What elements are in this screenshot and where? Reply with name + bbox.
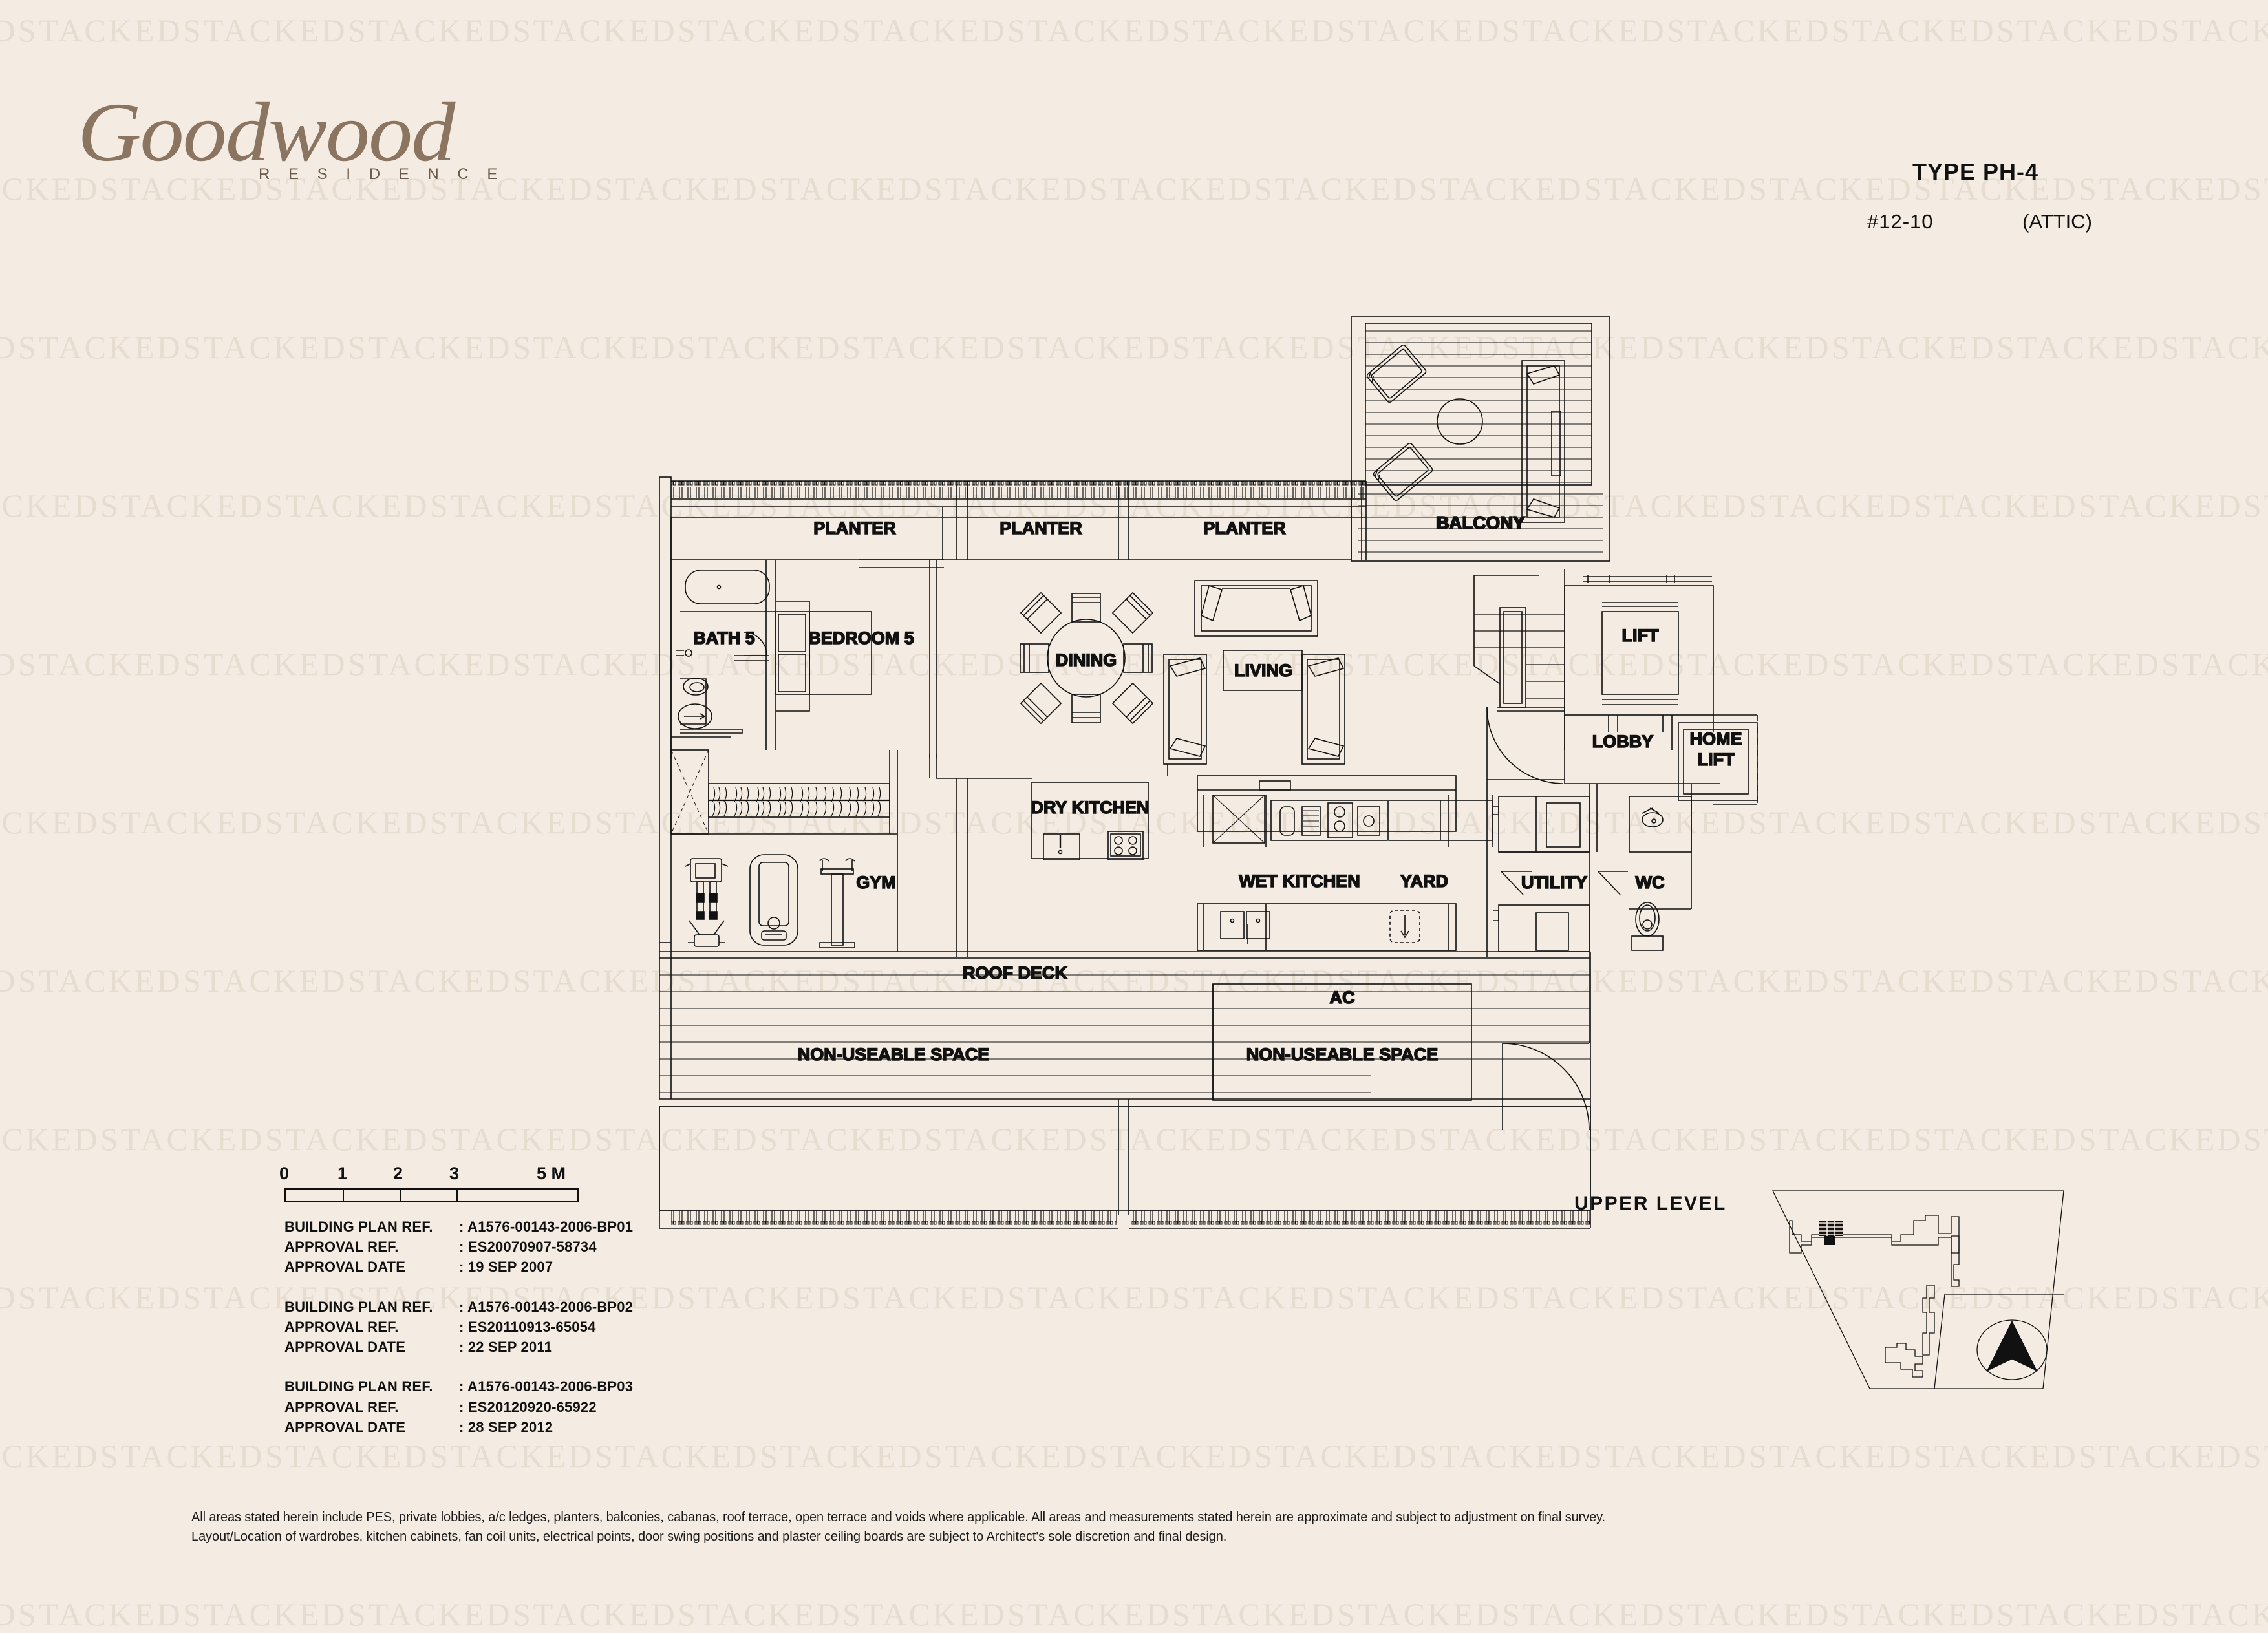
room-label-dry-kitchen: DRY KITCHEN (1031, 798, 1149, 817)
svg-text:HOME: HOME (1690, 729, 1742, 749)
approval-date-value: : 28 SEP 2012 (459, 1418, 553, 1435)
plan-ref-label: BUILDING PLAN REF. (284, 1298, 433, 1315)
room-label-home-lift-1: HOME (1690, 729, 1742, 749)
svg-text:ROOF DECK: ROOF DECK (963, 963, 1068, 983)
room-label-lobby: LOBBY (1592, 732, 1654, 751)
disclaimer-line-2: Layout/Location of wardrobes, kitchen ca… (191, 1530, 1227, 1544)
svg-text:UTILITY: UTILITY (1521, 873, 1587, 892)
unit-number: #12-10 (1867, 210, 1934, 233)
scale-tick-1: 1 (337, 1164, 348, 1183)
svg-text:AC: AC (1330, 988, 1355, 1007)
approval-ref-value: : ES20070907-58734 (459, 1239, 597, 1255)
reference-group-1: BUILDING PLAN REF. : A1576-00143-2006-BP0… (284, 1217, 633, 1277)
room-label-nus-right: NON-USEABLE SPACE (1246, 1045, 1439, 1064)
approval-date-label: APPROVAL DATE (284, 1339, 406, 1356)
room-label-home-lift-2: LIFT (1698, 750, 1735, 769)
svg-text:NON-USEABLE SPACE: NON-USEABLE SPACE (798, 1045, 990, 1064)
room-label-utility: UTILITY (1521, 873, 1587, 892)
svg-text:DRY KITCHEN: DRY KITCHEN (1031, 798, 1149, 817)
scale-bar-graphic (284, 1188, 579, 1202)
svg-text:PLANTER: PLANTER (813, 518, 896, 538)
room-label-gym: GYM (856, 873, 896, 892)
room-label-balcony: BALCONY (1437, 513, 1524, 533)
room-label-bath-5: BATH 5 (693, 628, 755, 648)
svg-text:YARD: YARD (1400, 871, 1448, 891)
room-label-planter-1: PLANTER (813, 518, 896, 538)
brand-name: Goodwood (78, 86, 455, 179)
room-label-ac: AC (1330, 988, 1355, 1007)
brand-logo: Goodwood R E S I D E N C E (78, 91, 504, 184)
room-label-wc: WC (1636, 873, 1665, 892)
approval-ref-label: APPROVAL REF. (284, 1318, 399, 1335)
scale-tick-0: 0 (279, 1164, 290, 1183)
approval-ref-value: : ES20110913-65054 (459, 1318, 596, 1335)
reference-group-2: BUILDING PLAN REF. : A1576-00143-2006-BP0… (284, 1297, 633, 1358)
svg-text:NON-USEABLE SPACE: NON-USEABLE SPACE (1246, 1045, 1439, 1064)
svg-text:BATH 5: BATH 5 (693, 628, 755, 648)
approval-date-label: APPROVAL DATE (284, 1259, 406, 1275)
approval-ref-label: APPROVAL REF. (284, 1398, 399, 1415)
svg-text:BEDROOM 5: BEDROOM 5 (808, 628, 914, 648)
svg-text:PLANTER: PLANTER (1000, 518, 1082, 538)
reference-group-3: BUILDING PLAN REF. : A1576-00143-2006-BP0… (284, 1376, 633, 1437)
page-title: TYPE PH-4 (1912, 158, 2038, 185)
room-label-living: LIVING (1234, 661, 1292, 680)
svg-text:GYM: GYM (856, 873, 896, 892)
brand-subtitle: R E S I D E N C E (259, 165, 505, 183)
plan-ref-label: BUILDING PLAN REF. (284, 1219, 433, 1235)
svg-text:LIVING: LIVING (1234, 661, 1292, 680)
disclaimer-line-1: All areas stated herein include PES, pri… (191, 1510, 1606, 1524)
room-label-planter-3: PLANTER (1203, 518, 1286, 538)
approval-date-value: : 22 SEP 2011 (459, 1339, 553, 1356)
approval-date-value: : 19 SEP 2007 (459, 1259, 553, 1275)
svg-text:LIFT: LIFT (1698, 750, 1735, 769)
key-plan-title: UPPER LEVEL (1574, 1193, 1727, 1214)
scale-tick-2: 2 (393, 1164, 403, 1183)
svg-text:LOBBY: LOBBY (1592, 732, 1654, 751)
approval-references: BUILDING PLAN REF. : A1576-00143-2006-BP0… (284, 1217, 633, 1457)
plan-ref-label: BUILDING PLAN REF. (284, 1378, 433, 1395)
svg-text:WET KITCHEN: WET KITCHEN (1239, 871, 1360, 891)
plan-ref-value: : A1576-00143-2006-BP01 (459, 1219, 634, 1235)
level-label: (ATTIC) (2022, 210, 2092, 233)
svg-text:PLANTER: PLANTER (1203, 518, 1286, 538)
approval-ref-label: APPROVAL REF. (284, 1239, 399, 1255)
room-label-planter-2: PLANTER (1000, 518, 1082, 538)
approval-date-label: APPROVAL DATE (284, 1418, 406, 1435)
room-label-bedroom-5: BEDROOM 5 (808, 628, 914, 648)
room-label-nus-left: NON-USEABLE SPACE (798, 1045, 990, 1064)
svg-text:DINING: DINING (1056, 650, 1117, 670)
room-label-lift: LIFT (1622, 626, 1659, 645)
room-label-wet-kitchen: WET KITCHEN (1239, 871, 1360, 891)
svg-text:LIFT: LIFT (1622, 626, 1659, 645)
disclaimer-footer: All areas stated herein include PES, pri… (191, 1508, 1605, 1546)
room-label-dining: DINING (1056, 650, 1117, 670)
svg-text:WC: WC (1636, 873, 1665, 892)
plan-ref-value: : A1576-00143-2006-BP03 (459, 1378, 634, 1395)
approval-ref-value: : ES20120920-65922 (459, 1398, 597, 1415)
room-label-roof-deck: ROOF DECK (963, 963, 1068, 983)
room-label-yard: YARD (1400, 871, 1448, 891)
scale-tick-5m: 5 M (537, 1164, 566, 1183)
plan-ref-value: : A1576-00143-2006-BP02 (459, 1298, 634, 1315)
key-plan-diagram (1771, 1190, 2064, 1389)
scale-bar: 0 1 2 3 5 M (279, 1164, 582, 1202)
svg-text:BALCONY: BALCONY (1436, 513, 1526, 533)
scale-tick-3: 3 (449, 1164, 460, 1183)
